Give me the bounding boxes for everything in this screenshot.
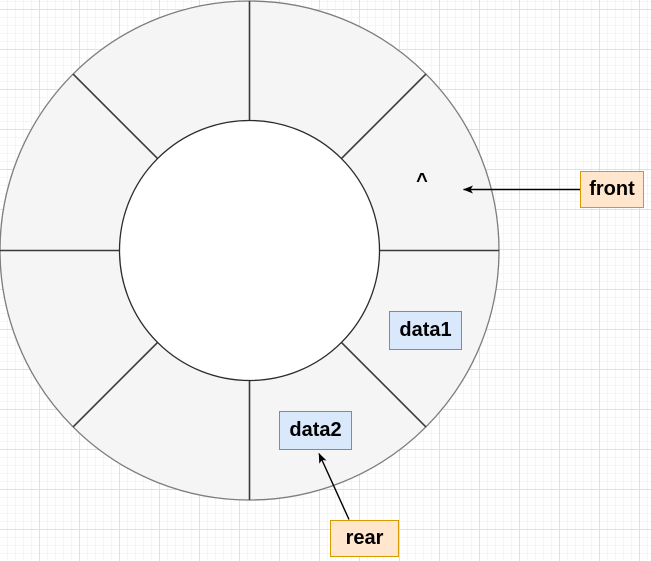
segment-dividers xyxy=(0,1,499,500)
cell-data2-label: data2 xyxy=(289,419,342,441)
rear-pointer-box[interactable]: rear xyxy=(330,520,399,557)
cell-data2-box[interactable]: data2 xyxy=(279,411,352,450)
segment-divider-northwest[interactable] xyxy=(72,73,159,160)
cell-data1-label: data1 xyxy=(399,319,452,341)
segment-divider-southwest[interactable] xyxy=(72,341,159,428)
queue-inner-circle[interactable] xyxy=(118,119,381,382)
front-pointer-box[interactable]: front xyxy=(580,171,644,208)
segment-divider-northeast[interactable] xyxy=(340,73,427,160)
segment-divider-southeast[interactable] xyxy=(340,341,427,428)
rear-pointer-label: rear xyxy=(345,527,384,549)
cell-data1-box[interactable]: data1 xyxy=(389,311,462,350)
rear-pointer-arrow[interactable] xyxy=(318,453,350,520)
front-position-marker[interactable]: ^ xyxy=(416,170,428,192)
front-pointer-label: front xyxy=(589,178,635,200)
